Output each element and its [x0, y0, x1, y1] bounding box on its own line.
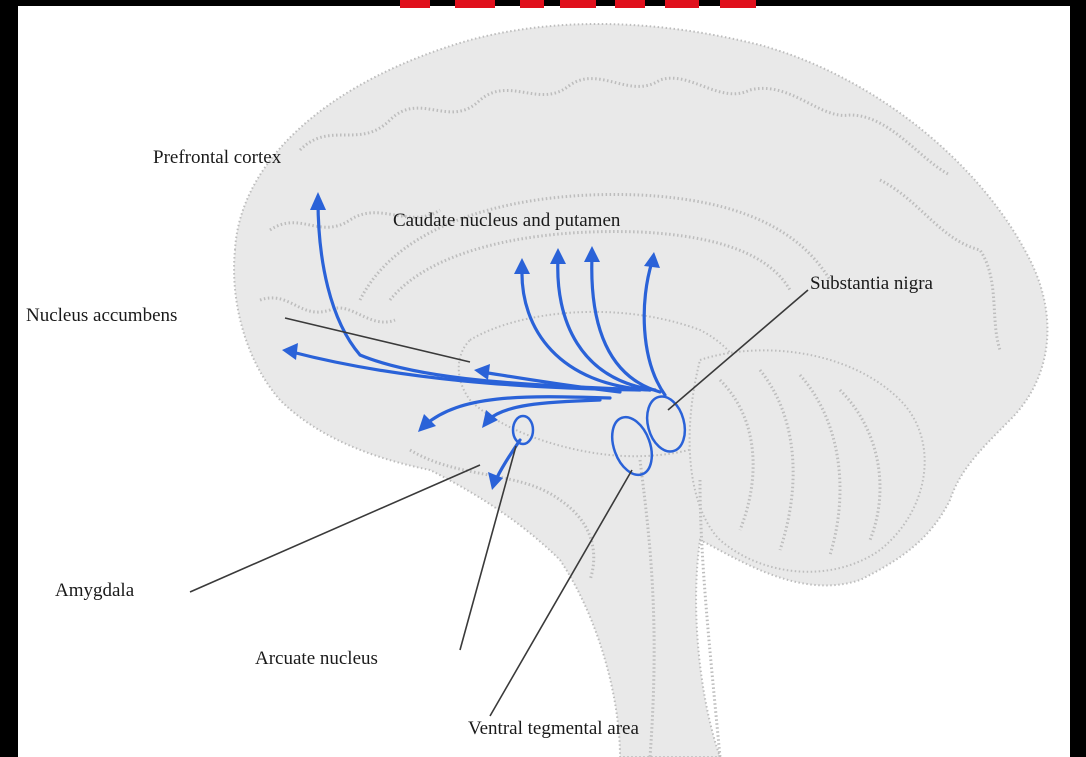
- label-nucleus-accumbens: Nucleus accumbens: [26, 305, 177, 326]
- label-arcuate-nucleus: Arcuate nucleus: [255, 648, 378, 669]
- label-amygdala: Amygdala: [55, 580, 135, 601]
- label-caudate-putamen: Caudate nucleus and putamen: [393, 210, 621, 231]
- label-prefrontal-cortex: Prefrontal cortex: [153, 147, 282, 168]
- title-fragment: [400, 0, 756, 8]
- label-ventral-tegmental-area: Ventral tegmental area: [468, 718, 639, 739]
- label-substantia-nigra: Substantia nigra: [810, 273, 934, 294]
- leader-amygdala: [190, 465, 480, 592]
